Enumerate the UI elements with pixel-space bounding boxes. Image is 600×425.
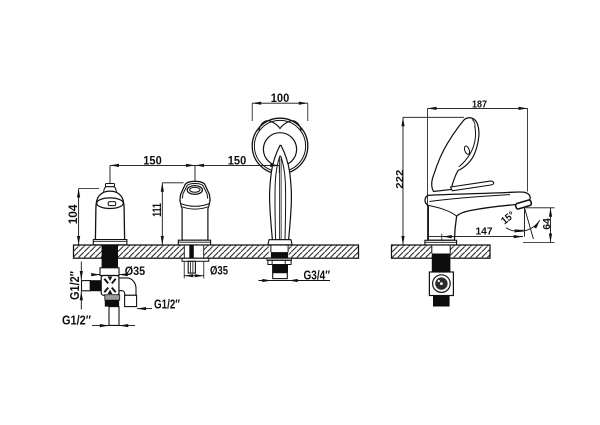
svg-text:Ø35: Ø35: [125, 266, 146, 278]
svg-text:147: 147: [476, 226, 493, 238]
svg-text:64: 64: [541, 218, 553, 230]
svg-text:222: 222: [394, 170, 406, 189]
svg-text:150: 150: [228, 156, 247, 168]
svg-text:Ø35: Ø35: [210, 266, 228, 278]
svg-text:150: 150: [143, 156, 162, 168]
svg-text:187: 187: [472, 98, 487, 110]
svg-text:100: 100: [271, 93, 290, 105]
svg-text:104: 104: [68, 204, 80, 224]
svg-text:111: 111: [152, 203, 164, 217]
svg-text:G1/2″: G1/2″: [68, 271, 82, 300]
svg-text:G1/2″: G1/2″: [62, 314, 91, 328]
svg-text:G3/4″: G3/4″: [304, 268, 331, 282]
svg-text:G1/2″: G1/2″: [154, 297, 180, 311]
